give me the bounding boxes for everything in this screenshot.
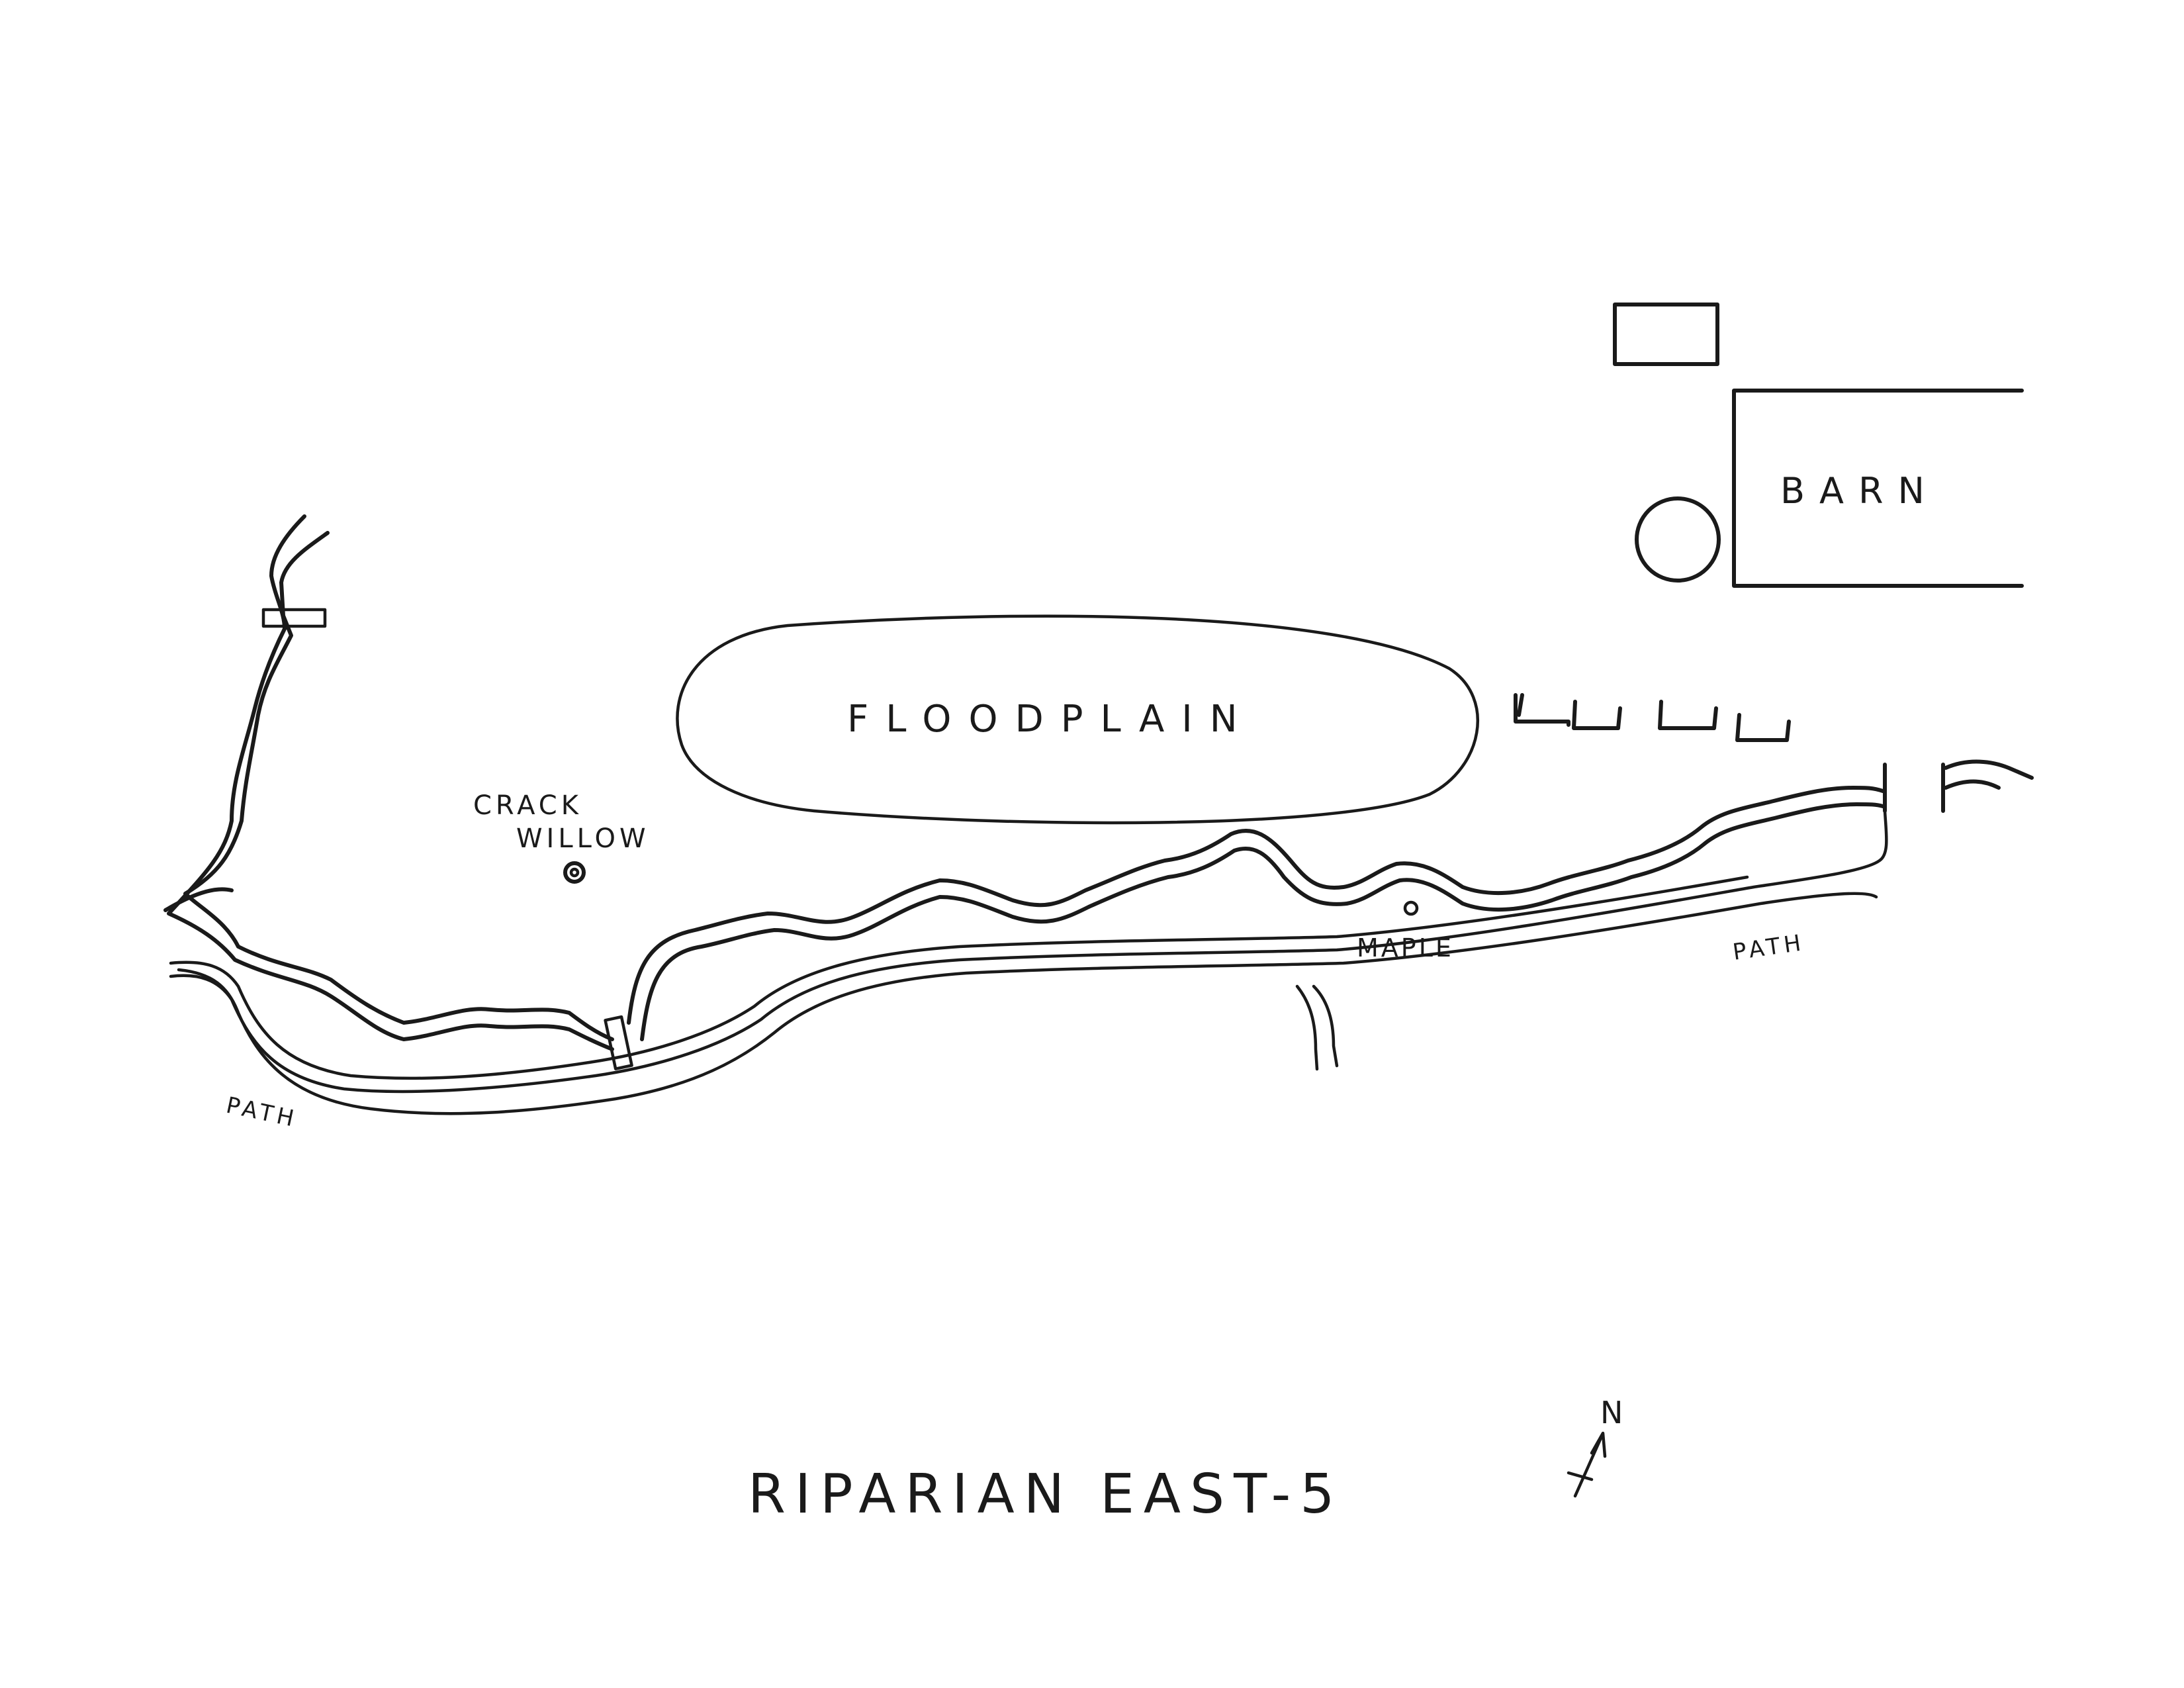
bridge-south xyxy=(604,1015,633,1070)
crack-willow-tree xyxy=(563,861,586,884)
north-arrow-tick xyxy=(1567,1471,1594,1481)
shed-building xyxy=(1613,303,1719,366)
path-branch-west xyxy=(1295,984,1319,1071)
fence-mark xyxy=(1517,693,1524,717)
maple-label: MAPLE xyxy=(1357,933,1454,962)
floodplain-label: FLOODPLAIN xyxy=(847,698,1255,741)
north-arrow: N xyxy=(1567,1395,1623,1498)
path-branch-east xyxy=(1312,984,1339,1068)
path-edge-lower xyxy=(177,892,1878,1115)
bridges xyxy=(261,608,633,1070)
barn-label: BARN xyxy=(1780,470,1939,512)
floodplain-area: FLOODPLAIN xyxy=(676,614,1480,825)
north-arrow-icon xyxy=(1573,1434,1604,1498)
path-edge-north xyxy=(169,809,1888,1094)
crack-willow-label-2: WILLOW xyxy=(516,823,650,854)
stream xyxy=(163,514,1885,1051)
silo xyxy=(1635,496,1721,583)
fence-mark xyxy=(1514,693,1570,727)
fence-mark xyxy=(1658,700,1718,730)
path-label-left: PATH xyxy=(224,1092,300,1133)
map-title: RIPARIAN EAST-5 xyxy=(748,1463,1343,1526)
farm-buildings: BARN xyxy=(1613,303,2024,588)
path-label-right: PATH xyxy=(1731,929,1807,966)
maple-tree xyxy=(1403,900,1419,916)
fence-marks xyxy=(1514,693,2034,813)
fence-mark xyxy=(1572,700,1622,730)
stream-main-north xyxy=(627,786,1885,1025)
stream-bank-south xyxy=(167,514,614,1051)
crack-willow-tree-inner xyxy=(569,867,580,878)
gate-flag xyxy=(1944,759,2034,780)
barn-building xyxy=(1732,389,2024,588)
footpath xyxy=(169,809,1888,1115)
trees: CRACK WILLOW MAPLE xyxy=(473,790,1454,962)
gate-flag xyxy=(1944,779,2001,790)
crack-willow-label-1: CRACK xyxy=(473,790,582,821)
path-edge-south xyxy=(169,875,1749,1080)
stream-main-south xyxy=(640,802,1885,1041)
north-label: N xyxy=(1600,1395,1623,1430)
north-arrow-head xyxy=(1590,1431,1607,1458)
stream-bank-north xyxy=(183,531,614,1041)
floodplain-outline xyxy=(676,614,1480,825)
stream-tributary-west xyxy=(163,887,234,912)
fence-mark xyxy=(1735,713,1791,742)
bridge-north xyxy=(261,608,327,628)
